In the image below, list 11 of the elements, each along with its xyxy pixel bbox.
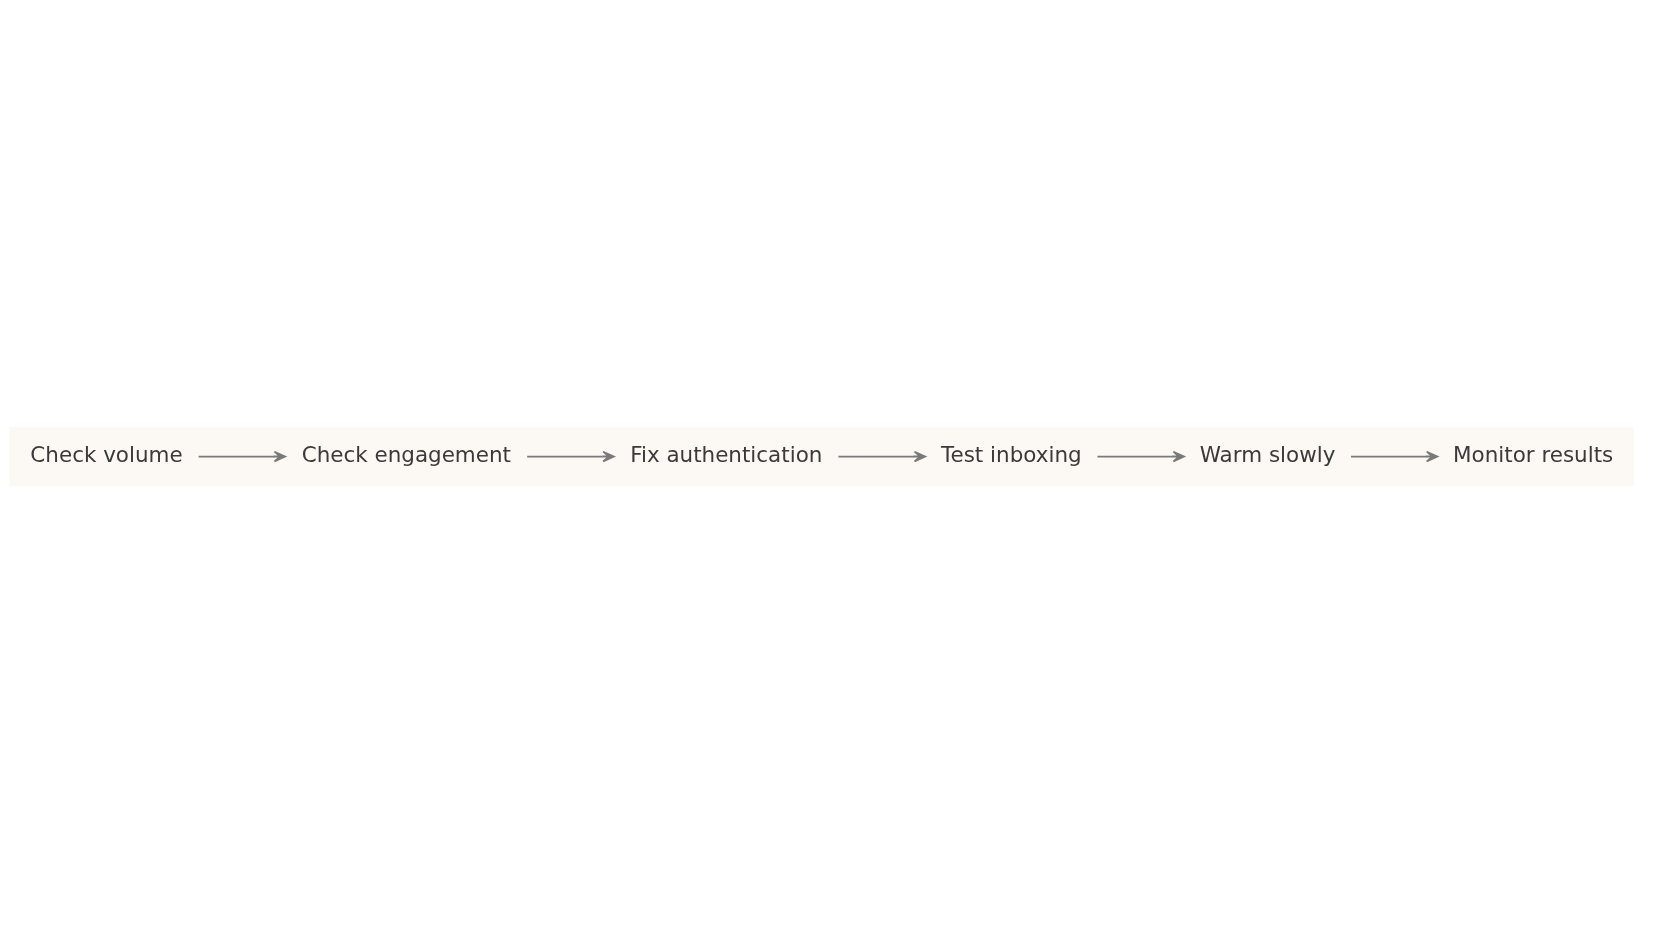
node-text: Warm slowly	[1199, 441, 1336, 467]
node-text: Check engagement	[301, 441, 511, 467]
node-text: Fix authentication	[630, 441, 823, 467]
arrow	[526, 450, 615, 462]
node-text: Test inboxing	[941, 441, 1082, 467]
arrow	[1096, 450, 1185, 462]
node-text: Check volume	[30, 441, 183, 467]
node-text: Monitor results	[1453, 441, 1614, 467]
arrow	[837, 450, 927, 462]
arrow	[197, 450, 287, 462]
arrow	[1350, 450, 1439, 462]
